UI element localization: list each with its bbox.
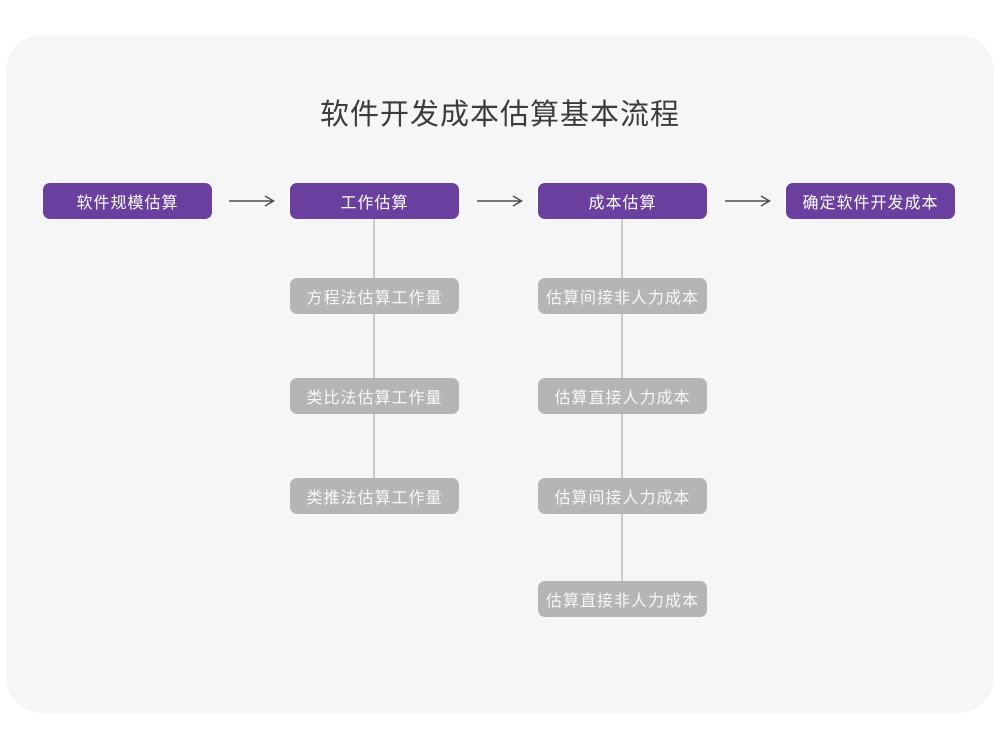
- node-direct-labor-cost: 估算直接人力成本: [538, 378, 707, 414]
- node-label: 估算直接非人力成本: [545, 593, 699, 610]
- node-work-estimation: 工作估算: [290, 183, 459, 219]
- node-label: 类推法估算工作量: [306, 490, 443, 507]
- node-determine-development-cost: 确定软件开发成本: [786, 183, 955, 219]
- node-cost-estimation: 成本估算: [538, 183, 707, 219]
- node-label: 成本估算: [588, 195, 657, 212]
- page-title: 软件开发成本估算基本流程: [319, 99, 680, 131]
- node-label: 工作估算: [340, 195, 409, 212]
- node-label: 类比法估算工作量: [306, 390, 443, 407]
- node-label: 估算间接人力成本: [554, 490, 691, 507]
- node-extrapolation-method: 类推法估算工作量: [290, 478, 459, 514]
- node-software-scale-estimation: 软件规模估算: [43, 183, 212, 219]
- work-column-connector-line: [373, 218, 375, 497]
- node-label: 估算直接人力成本: [554, 390, 691, 407]
- right-arrow-icon: [229, 195, 275, 207]
- node-label: 估算间接非人力成本: [545, 290, 699, 307]
- node-indirect-nonlabor-cost: 估算间接非人力成本: [538, 278, 707, 314]
- flowchart-card: [6, 35, 994, 713]
- node-label: 方程法估算工作量: [306, 290, 443, 307]
- node-direct-nonlabor-cost: 估算直接非人力成本: [538, 581, 707, 617]
- node-indirect-labor-cost: 估算间接人力成本: [538, 478, 707, 514]
- node-label: 软件规模估算: [76, 195, 179, 212]
- right-arrow-icon: [477, 195, 523, 207]
- node-analogy-method: 类比法估算工作量: [290, 378, 459, 414]
- right-arrow-icon: [725, 195, 771, 207]
- node-label: 确定软件开发成本: [802, 195, 939, 212]
- node-equation-method: 方程法估算工作量: [290, 278, 459, 314]
